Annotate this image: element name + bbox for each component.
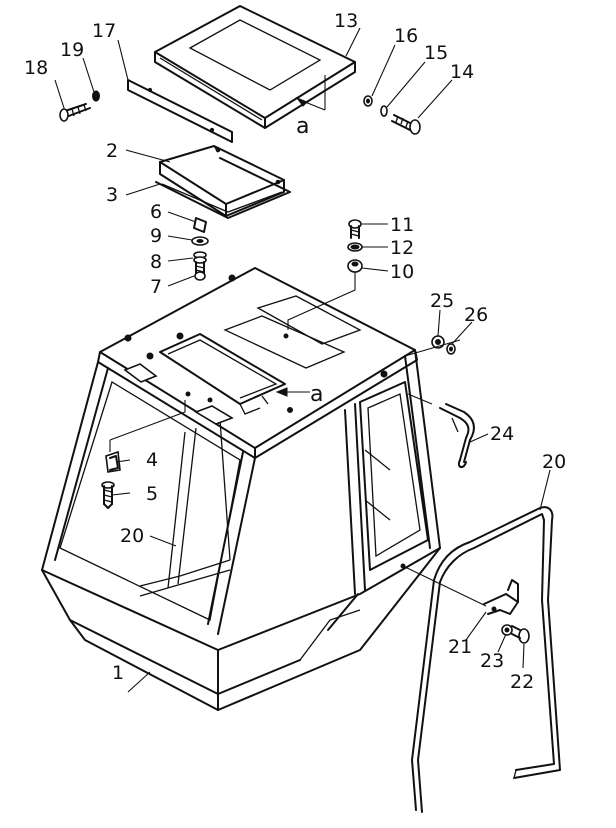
callout-5: 5 [146, 483, 158, 505]
roof-hatch [159, 145, 285, 217]
callout-26: 26 [464, 304, 488, 326]
washer-16 [363, 95, 373, 107]
washer-26 [446, 343, 456, 355]
callout-16: 16 [394, 25, 418, 47]
callout-14: 14 [450, 61, 474, 83]
bracket-21 [483, 579, 519, 615]
callout-8: 8 [150, 251, 162, 273]
callout-20-rail: 20 [542, 451, 566, 473]
top-cover [154, 5, 356, 129]
callout-22: 22 [510, 671, 534, 693]
washer-19 [92, 90, 100, 102]
callout-18: 18 [24, 57, 48, 79]
callouts: 1 2 3 4 5 6 7 8 9 10 11 12 13 14 15 16 1… [24, 10, 566, 693]
washer-15 [380, 105, 388, 117]
callout-10: 10 [390, 261, 414, 283]
callout-17: 17 [92, 20, 116, 42]
callout-9: 9 [150, 225, 162, 247]
cab-body [41, 267, 441, 711]
hardware-stack-right [347, 219, 363, 273]
bolt-22 [511, 625, 530, 644]
hatch-seal [155, 157, 291, 219]
bolt-18 [59, 103, 91, 122]
view-label-a-roof: a [310, 382, 323, 407]
view-arrow-a-top: a [295, 75, 326, 139]
callout-13: 13 [334, 10, 358, 32]
callout-2: 2 [106, 140, 118, 162]
callout-25: 25 [430, 290, 454, 312]
callout-3: 3 [106, 184, 118, 206]
callout-21: 21 [448, 636, 472, 658]
callout-6: 6 [150, 201, 162, 223]
callout-4: 4 [146, 449, 158, 471]
callout-7: 7 [150, 276, 162, 298]
callout-11: 11 [390, 214, 414, 236]
leader-lines [54, 27, 551, 693]
bolt-14 [391, 114, 421, 135]
view-label-a-top: a [296, 114, 309, 139]
callout-20-cab: 20 [120, 525, 144, 547]
callout-19: 19 [60, 39, 84, 61]
grab-handle [439, 403, 475, 468]
callout-15: 15 [424, 42, 448, 64]
view-arrow-a-roof: a [275, 382, 323, 407]
callout-1: 1 [112, 662, 124, 684]
callout-23: 23 [480, 650, 504, 672]
washer-23 [501, 624, 513, 636]
callout-12: 12 [390, 237, 414, 259]
callout-24: 24 [490, 423, 514, 445]
hardware-stack-left [191, 217, 209, 281]
side-plate [127, 79, 233, 143]
